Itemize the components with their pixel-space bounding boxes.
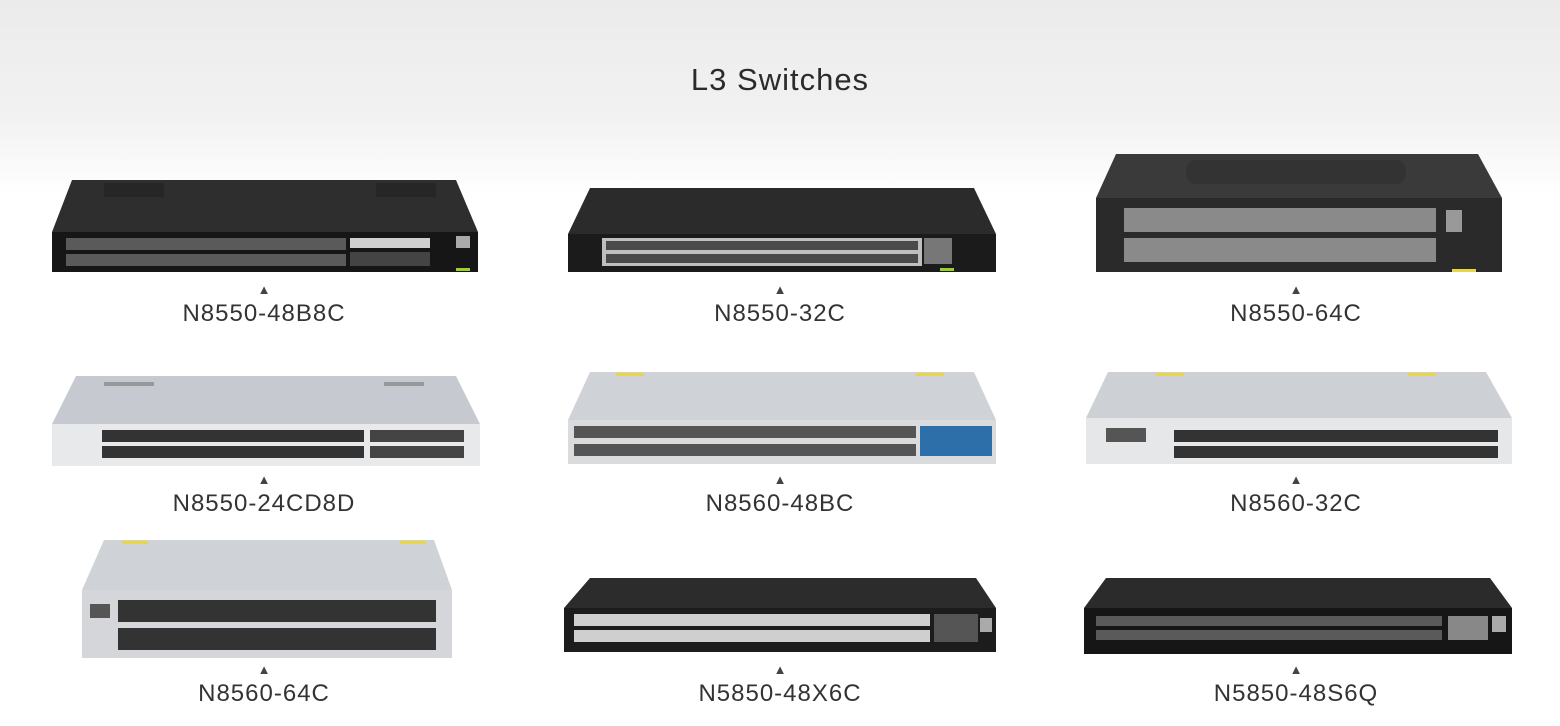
- product-name[interactable]: N8550-24CD8D: [172, 490, 356, 517]
- marker-triangle: ▲: [773, 282, 787, 297]
- marker-triangle: ▲: [257, 282, 271, 297]
- switch-image: [1036, 150, 1556, 280]
- page-title: L3 Switches: [690, 62, 870, 97]
- marker-triangle: ▲: [1289, 472, 1303, 487]
- switch-image: [1036, 340, 1556, 470]
- product-name[interactable]: N5850-48X6C: [698, 680, 862, 707]
- switch-image: [520, 340, 1040, 470]
- marker-triangle: ▲: [773, 662, 787, 677]
- switch-image: [1036, 530, 1556, 660]
- marker-triangle: ▲: [1289, 282, 1303, 297]
- marker-triangle: ▲: [1289, 662, 1303, 677]
- product-name[interactable]: N8560-32C: [1230, 490, 1362, 517]
- product-name[interactable]: N8560-64C: [198, 680, 330, 707]
- switch-image: [4, 150, 524, 280]
- switch-image: [520, 530, 1040, 660]
- marker-triangle: ▲: [773, 472, 787, 487]
- switch-image: [4, 340, 524, 470]
- marker-triangle: ▲: [257, 472, 271, 487]
- marker-triangle: ▲: [257, 662, 271, 677]
- switch-image: [520, 150, 1040, 280]
- product-name[interactable]: N8560-48BC: [705, 490, 855, 517]
- switch-image: [4, 530, 524, 660]
- product-name[interactable]: N5850-48S6Q: [1213, 680, 1379, 707]
- product-name[interactable]: N8550-64C: [1230, 300, 1362, 327]
- product-name[interactable]: N8550-48B8C: [182, 300, 346, 327]
- product-name[interactable]: N8550-32C: [714, 300, 846, 327]
